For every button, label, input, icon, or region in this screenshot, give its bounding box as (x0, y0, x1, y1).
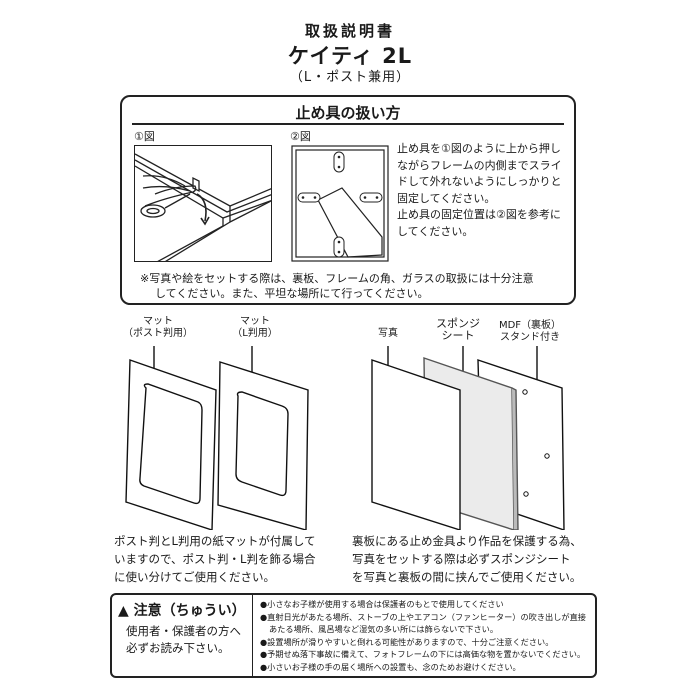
instruction-line: してください。 (397, 224, 474, 238)
caution-subtitle-line: 使用者・保護者の方へ (126, 624, 241, 638)
label-line: スタンド付き (500, 332, 560, 343)
description-line: ポスト判とL判用の紙マットが付属して (114, 534, 316, 548)
product-name-heading: ケイティ 2L (287, 44, 413, 68)
caution-item: あたる場所、風呂場など湿気の多い所には飾らないで下さい。 (269, 624, 499, 634)
figure1-label: ①図 (134, 130, 155, 143)
instruction-line: 止め具の固定位置は②図を参考に (397, 208, 561, 221)
instruction-line: ながらフレームの内側までスライ (397, 158, 562, 172)
caution-header-panel: ▲ 注意（ちゅうい） 使用者・保護者の方へ 必ずお読み下さい。 (112, 595, 253, 676)
mat-l-label: マット （L判用） (215, 316, 295, 340)
caution-title: ▲ 注意（ちゅうい） (118, 600, 246, 620)
label-line: 写真 (378, 328, 398, 339)
description-line: に使い分けてご使用ください。 (114, 570, 275, 584)
caution-item: ●予期せぬ落下事故に備えて、フォトフレームの下には高価な物を置かないでください。 (260, 649, 586, 659)
caution-item: ●設置場所が滑りやすいと倒れる可能性がありますので、十分ご注意ください。 (260, 636, 554, 647)
instruction-line: 固定してください。 (397, 191, 496, 205)
compatibility-subtitle: （L・ポスト兼用） (289, 70, 411, 85)
figure2-clip-positions-illustration (290, 145, 390, 262)
figure2-label: ②図 (290, 130, 311, 143)
label-line: スポンジ (436, 317, 480, 330)
instruction-line: 止め具を①図のように上から押し (397, 142, 561, 155)
section-divider (132, 123, 564, 125)
label-line: （ポスト判用） (123, 328, 193, 339)
caution-subtitle-line: 必ずお読み下さい。 (126, 641, 230, 655)
warning-triangle-icon: ▲ (118, 603, 129, 619)
figure1-clip-illustration (134, 145, 272, 262)
description-line: 写真をセットする際は必ずスポンジシート (352, 552, 571, 566)
caution-subtitle: 使用者・保護者の方へ 必ずお読み下さい。 (126, 623, 241, 657)
mats-description: ポスト判とL判用の紙マットが付属して いますので、ポスト判・L判を飾る場合 に使… (114, 532, 354, 586)
sponge-label: スポンジ シート (418, 318, 498, 342)
description-line: いますので、ポスト判・L判を飾る場合 (114, 552, 316, 566)
clip-instructions-box: 止め具の扱い方 ①図 ②図 (120, 95, 576, 305)
label-line: マット (240, 316, 270, 327)
caution-list: ●小さなお子様が使用する場合は保護者のもとで使用してください ●直射日光があたる… (260, 598, 595, 673)
caution-item: ●小さなお子様が使用する場合は保護者のもとで使用してください (260, 599, 504, 609)
doc-type-heading: 取扱説明書 (304, 22, 395, 40)
label-line: MDF（裏板） (498, 320, 562, 331)
note-line: ※写真や絵をセットする際は、裏板、フレームの角、ガラスの取扱には十分注意 (140, 272, 534, 285)
photo-label: 写真 (368, 328, 408, 340)
instruction-line: ドして外れないようにしっかりと (397, 175, 562, 188)
sponge-description: 裏板にある止め金具より作品を保護する為、 写真をセットする際は必ずスポンジシート… (352, 532, 602, 586)
mdf-label: MDF（裏板） スタンド付き (490, 320, 570, 344)
caution-title-text: 注意（ちゅうい） (133, 603, 246, 619)
note-line: してください。また、平坦な場所にて行ってください。 (155, 287, 429, 300)
clip-section-title: 止め具の扱い方 (295, 104, 401, 122)
mat-post-label: マット （ポスト判用） (118, 316, 198, 340)
caution-item: ●直射日光があたる場所、ストーブの上やエアコン（ファンヒーター）の吹き出しが直接 (260, 611, 586, 622)
label-line: （L判用） (232, 328, 278, 339)
handling-note: ※写真や絵をセットする際は、裏板、フレームの角、ガラスの取扱には十分注意 してく… (140, 271, 570, 301)
caution-item: ●小さいお子様の手の届く場所への設置も、念のためお避けください。 (260, 661, 521, 672)
label-line: マット (143, 316, 173, 327)
description-line: 裏板にある止め金具より作品を保護する為、 (352, 534, 582, 548)
caution-box: ▲ 注意（ちゅうい） 使用者・保護者の方へ 必ずお読み下さい。 ●小さなお子様が… (110, 593, 597, 678)
description-line: を写真と裏板の間に挟んでご使用ください。 (352, 570, 582, 584)
parts-exploded-illustration (110, 340, 610, 530)
clip-instructions-text: 止め具を①図のように上から押し ながらフレームの内側までスライ ドして外れないよ… (397, 141, 567, 240)
label-line: シート (441, 329, 475, 342)
